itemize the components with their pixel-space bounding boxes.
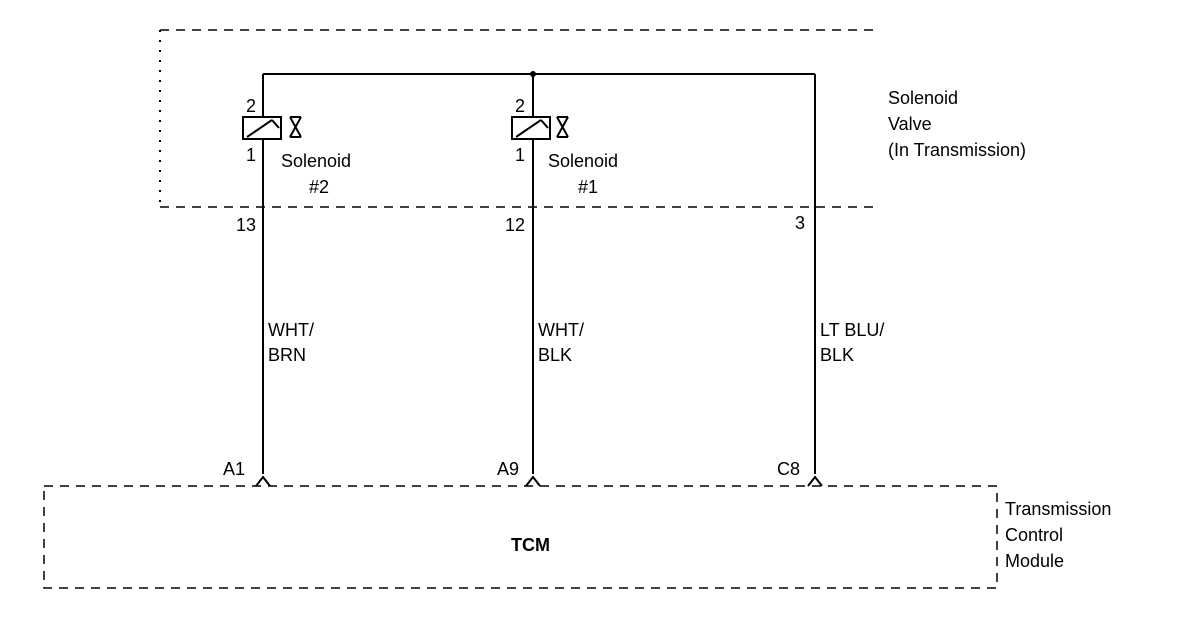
solenoid-1-symbol <box>511 116 569 140</box>
tcm-label-line2: Control <box>1005 525 1063 545</box>
power-bus-wire <box>263 71 815 77</box>
connector-caret-middle <box>525 475 541 487</box>
connector-pin-right: 3 <box>795 213 805 233</box>
connector-pin-left: 13 <box>236 215 256 235</box>
solenoid-1-pin-top: 2 <box>515 96 525 116</box>
connector-pin-middle: 12 <box>505 215 525 235</box>
tcm-label-line1: Transmission <box>1005 499 1111 519</box>
connector-caret-left <box>255 475 271 487</box>
wire-middle-color-line1: WHT/ <box>538 320 584 340</box>
valve-symbol-icon <box>289 116 302 138</box>
wire-left-color-line1: WHT/ <box>268 320 314 340</box>
tcm-label: Transmission Control Module <box>1005 499 1111 571</box>
solenoid-2-pin-top: 2 <box>246 96 256 116</box>
solenoid-2-name: Solenoid <box>281 151 351 171</box>
valve-symbol-icon <box>556 116 569 138</box>
wire-left-color-line2: BRN <box>268 345 306 365</box>
connector-caret-right <box>807 475 823 487</box>
solenoid-valve-label: Solenoid Valve (In Transmission) <box>888 88 1026 160</box>
solenoid-1-number: #1 <box>578 177 598 197</box>
tcm-pin-right: C8 <box>777 459 800 479</box>
solenoid-1-pin-bottom: 1 <box>515 145 525 165</box>
wire-right-color-line1: LT BLU/ <box>820 320 884 340</box>
solenoid-2-pin-bottom: 1 <box>246 145 256 165</box>
solenoid-valve-label-line1: Solenoid <box>888 88 958 108</box>
tcm-pin-middle: A9 <box>497 459 519 479</box>
wire-middle-color-line2: BLK <box>538 345 572 365</box>
tcm-box-label: TCM <box>511 535 550 555</box>
tcm-label-line3: Module <box>1005 551 1064 571</box>
solenoid-valve-label-line3: (In Transmission) <box>888 140 1026 160</box>
solenoid-2-symbol <box>242 116 302 140</box>
solenoid-valve-enclosure <box>159 29 878 208</box>
solenoid-valve-label-line2: Valve <box>888 114 932 134</box>
solenoid-2-number: #2 <box>309 177 329 197</box>
solenoid-1-name: Solenoid <box>548 151 618 171</box>
tcm-pin-left: A1 <box>223 459 245 479</box>
wire-right-color-line2: BLK <box>820 345 854 365</box>
